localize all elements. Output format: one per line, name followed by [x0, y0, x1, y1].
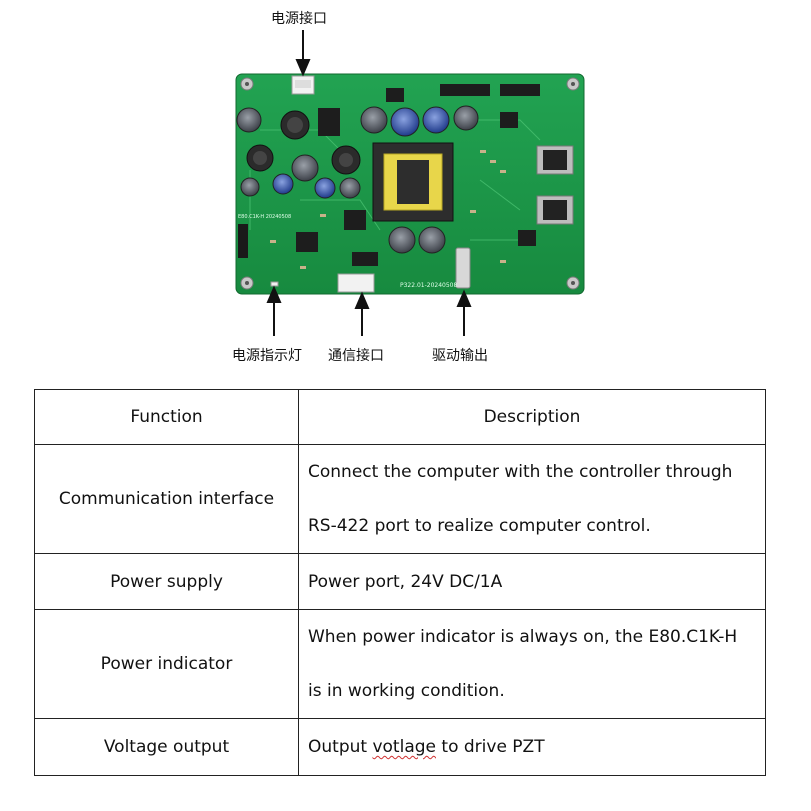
misspelled-word: votlage — [372, 737, 436, 757]
spec-table: Function Description Communication inter… — [34, 389, 766, 776]
cell-description: When power indicator is always on, the E… — [298, 609, 766, 719]
table-row: Communication interface Connect the comp… — [34, 444, 766, 554]
table-row: Voltage output Output votlage to drive P… — [34, 718, 766, 776]
label-drive-output: 驱动输出 — [432, 348, 488, 364]
arrowhead-comm-port — [354, 291, 370, 309]
desc-line: When power indicator is always on, the E… — [308, 627, 738, 647]
cell-function: Power indicator — [34, 609, 299, 719]
cell-description: Output votlage to drive PZT — [298, 718, 766, 776]
silkscreen-model: P322.01-20240508 — [400, 282, 457, 289]
desc-line: Power port, 24V DC/1A — [308, 571, 503, 592]
label-power-indicator: 电源指示灯 — [232, 348, 302, 364]
arrowhead-drive-output — [456, 289, 472, 307]
desc-line: Output votlage to drive PZT — [308, 720, 759, 774]
table-row: Power supply Power port, 24V DC/1A — [34, 553, 766, 610]
table-header-row: Function Description — [34, 389, 766, 445]
cell-function: Communication interface — [34, 444, 299, 554]
desc-text-post: to drive PZT — [436, 737, 545, 757]
cell-description: Power port, 24V DC/1A — [298, 553, 766, 610]
desc-line: Connect the computer with the controller… — [308, 462, 733, 482]
arrowhead-power-indicator — [266, 285, 282, 303]
table-row: Power indicator When power indicator is … — [34, 609, 766, 719]
pcb-board-image: P322.01-20240508 E80.C1K-H 20240508 — [235, 30, 585, 336]
silkscreen-left: E80.C1K-H 20240508 — [238, 214, 291, 220]
label-power-port: 电源接口 — [271, 11, 327, 27]
cell-function: Voltage output — [34, 718, 299, 776]
desc-text-pre: Output — [308, 737, 373, 757]
header-function: Function — [34, 389, 299, 445]
cell-function: Power supply — [34, 553, 299, 610]
desc-line: is in working condition. — [308, 681, 505, 701]
label-comm-port: 通信接口 — [328, 348, 384, 364]
header-description: Description — [298, 389, 766, 445]
cell-description: Connect the computer with the controller… — [298, 444, 766, 554]
board-figure: 电源接口 电源指示灯 通信接口 驱动输出 — [0, 0, 811, 380]
arrowhead-power-port — [295, 59, 311, 77]
desc-line: RS-422 port to realize computer control. — [308, 516, 651, 536]
